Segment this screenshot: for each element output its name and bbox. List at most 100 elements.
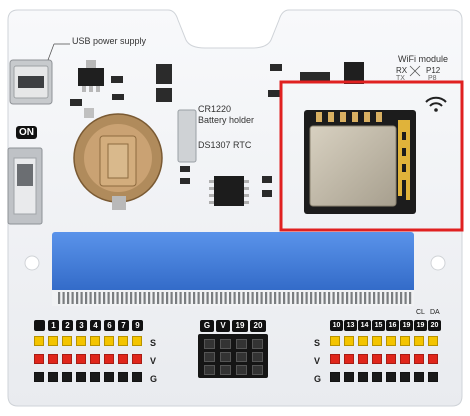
left-header-pin-label: 1 xyxy=(48,320,59,331)
edge-connector-tooth xyxy=(152,292,155,304)
edge-connector-tooth xyxy=(94,292,97,304)
header-pin xyxy=(344,336,354,346)
wifi-icon xyxy=(425,96,447,112)
regulator-chip xyxy=(78,68,104,86)
edge-connector-tooth xyxy=(112,292,115,304)
edge-connector-tooth xyxy=(220,292,223,304)
socket-hole xyxy=(220,339,231,349)
header-pin xyxy=(400,354,410,364)
left-header-labels: 1 2 3 4 6 7 9 xyxy=(34,320,144,332)
header-pin xyxy=(344,354,354,364)
edge-connector-tooth xyxy=(206,292,209,304)
middle-header-pin-label: 19 xyxy=(232,320,248,332)
edge-connector-tooth xyxy=(175,292,178,304)
mounting-hole xyxy=(24,255,40,271)
header-pin xyxy=(330,336,340,346)
edge-connector-tooth xyxy=(103,292,106,304)
middle-header-pin-label: V xyxy=(216,320,230,332)
middle-pin-sockets xyxy=(198,334,268,378)
edge-connector-tooth xyxy=(130,292,133,304)
header-pin xyxy=(34,354,44,364)
edge-connector-tooth xyxy=(98,292,101,304)
header-pin xyxy=(132,354,142,364)
edge-connector-tooth xyxy=(233,292,236,304)
edge-connector-tooth xyxy=(364,292,367,304)
edge-connector-tooth xyxy=(350,292,353,304)
on-label: ON xyxy=(16,126,37,139)
edge-connector-tooth xyxy=(256,292,259,304)
usb-connector xyxy=(9,59,53,105)
rtc-chip xyxy=(209,176,249,206)
usb-power-label: USB power supply xyxy=(72,36,147,46)
header-pin xyxy=(428,336,438,346)
left-header-pin-label: 4 xyxy=(90,320,101,331)
left-header-pin-label: 6 xyxy=(104,320,115,331)
header-pin xyxy=(386,372,396,382)
header-pin xyxy=(104,354,114,364)
edge-connector-tooth xyxy=(242,292,245,304)
power-switch xyxy=(7,147,43,225)
edge-connector-tooth xyxy=(395,292,398,304)
left-pin-header xyxy=(34,336,146,390)
edge-connector-tooth xyxy=(251,292,254,304)
header-pin xyxy=(90,336,100,346)
edge-connector-tooth xyxy=(328,292,331,304)
header-pin xyxy=(118,372,128,382)
edge-connector-tooth xyxy=(314,292,317,304)
header-pin xyxy=(90,354,100,364)
header-pin xyxy=(48,354,58,364)
edge-connector-tooth xyxy=(197,292,200,304)
header-pin xyxy=(372,336,382,346)
edge-connector-tooth xyxy=(121,292,124,304)
edge-connector-tooth xyxy=(179,292,182,304)
header-pin xyxy=(132,372,142,382)
socket-hole xyxy=(236,352,247,362)
header-pin xyxy=(118,354,128,364)
edge-connector-tooth xyxy=(148,292,151,304)
header-pin xyxy=(48,372,58,382)
header-pin xyxy=(358,336,368,346)
edge-connector-tooth xyxy=(346,292,349,304)
header-pin xyxy=(386,354,396,364)
header-pin xyxy=(386,336,396,346)
edge-connector-tooth xyxy=(238,292,241,304)
edge-connector-tooth xyxy=(62,292,65,304)
header-pin xyxy=(48,336,58,346)
header-pin xyxy=(344,372,354,382)
right-header-pin-label: 13 xyxy=(344,320,357,331)
left-header-pin-label: 7 xyxy=(118,320,129,331)
edge-connector-tooth xyxy=(85,292,88,304)
edge-connector-tooth xyxy=(377,292,380,304)
edge-connector-tooth xyxy=(310,292,313,304)
edge-connector-tooth xyxy=(80,292,83,304)
tx-label: TX xyxy=(396,75,405,82)
socket-hole xyxy=(204,365,215,375)
right-header-pin-label: 10 xyxy=(330,320,343,331)
right-header-pin-label: 16 xyxy=(386,320,399,331)
edge-connector-tooth xyxy=(229,292,232,304)
edge-connector-tooth xyxy=(215,292,218,304)
header-pin xyxy=(372,354,382,364)
socket-hole xyxy=(236,339,247,349)
edge-connector-tooth xyxy=(265,292,268,304)
right-header-pin-label: 20 xyxy=(428,320,441,331)
edge-connector-tooth xyxy=(404,292,407,304)
header-pin xyxy=(428,372,438,382)
header-pin xyxy=(62,336,72,346)
edge-connector-tooth xyxy=(247,292,250,304)
edge-connector-tooth xyxy=(391,292,394,304)
edge-connector-tooth xyxy=(400,292,403,304)
edge-connector-tooth xyxy=(157,292,160,304)
header-pin xyxy=(358,372,368,382)
edge-connector-tooth xyxy=(341,292,344,304)
header-pin xyxy=(118,336,128,346)
right-header-pin-label: 15 xyxy=(372,320,385,331)
right-header-labels: 10 13 14 15 16 19 19 20 CL DA xyxy=(330,309,450,332)
header-pin xyxy=(330,354,340,364)
battery-holder xyxy=(73,108,163,210)
edge-connector-tooth xyxy=(269,292,272,304)
socket-hole xyxy=(220,365,231,375)
header-pin xyxy=(76,336,86,346)
header-pin xyxy=(104,336,114,346)
header-pin xyxy=(76,354,86,364)
